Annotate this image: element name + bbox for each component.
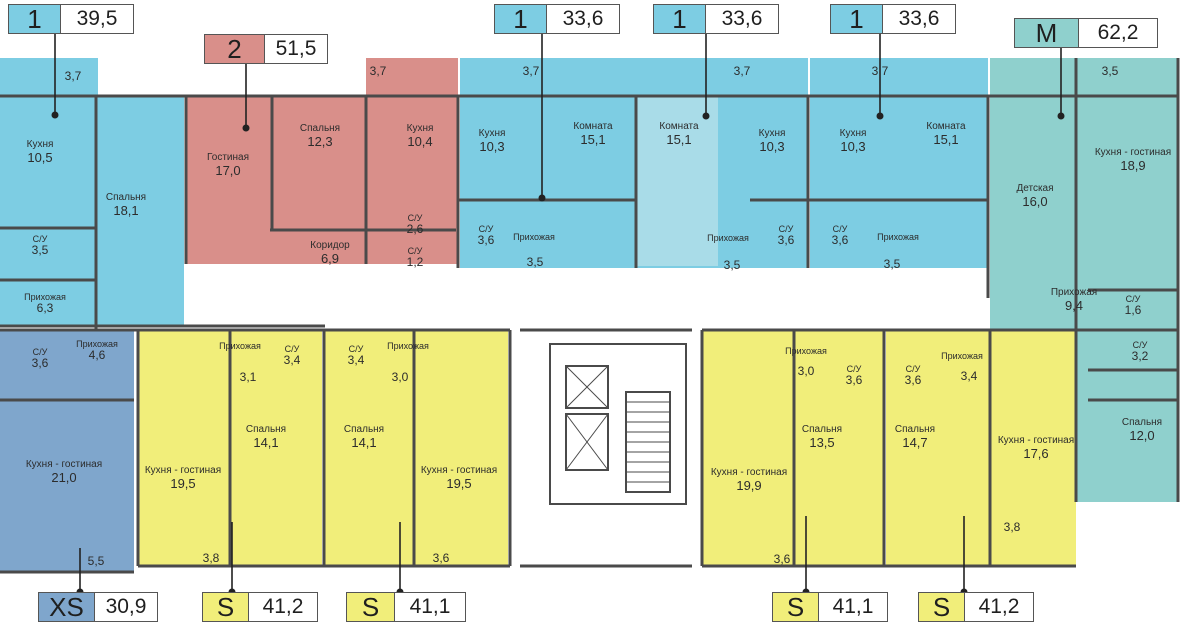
walls [0, 58, 1180, 574]
apartment-class: XS [38, 592, 94, 622]
apartment-area: 41,2 [248, 592, 318, 622]
leader-dot [538, 194, 546, 202]
apartment-class: 1 [494, 4, 546, 34]
apartment-area-a6[interactable] [990, 58, 1076, 298]
apartment-area: 30,9 [94, 592, 158, 622]
room-highlight [636, 96, 718, 266]
apartment-area: 39,5 [60, 4, 134, 34]
apartment-area-a1[interactable] [0, 58, 98, 96]
apartment-area: 62,2 [1078, 18, 1158, 48]
apartment-area-a7[interactable] [0, 330, 134, 572]
apartment-area-a6[interactable] [1076, 58, 1178, 502]
apartment-class: S [346, 592, 394, 622]
apartment-area-a11[interactable] [886, 330, 1076, 566]
apartment-class: M [1014, 18, 1078, 48]
apartment-area: 41,1 [394, 592, 466, 622]
apartment-area: 33,6 [882, 4, 956, 34]
apartment-class: S [918, 592, 964, 622]
apartment-class: 1 [653, 4, 705, 34]
apartment-fills [0, 58, 1178, 576]
apartment-area-a2[interactable] [366, 58, 458, 98]
apartment-area: 33,6 [546, 4, 620, 34]
apartment-area-a9[interactable] [324, 330, 508, 566]
apartment-class: 1 [830, 4, 882, 34]
apartment-area-a1[interactable] [0, 96, 184, 326]
leader-dot [242, 124, 250, 132]
apartment-area-a3[interactable] [460, 58, 636, 268]
apartment-class: 1 [8, 4, 60, 34]
apartment-area-a6[interactable] [1086, 58, 1178, 98]
apartment-class: S [772, 592, 818, 622]
apartment-class: 2 [204, 34, 264, 64]
apartment-area-a5[interactable] [810, 58, 988, 268]
leader-dot [51, 111, 59, 119]
apartment-area: 51,5 [264, 34, 328, 64]
stairwell [549, 343, 687, 505]
apartment-area-a2[interactable] [186, 96, 458, 264]
apartment-area: 41,1 [818, 592, 888, 622]
leader-dot [876, 112, 884, 120]
leader-dot [702, 112, 710, 120]
apartment-area: 33,6 [705, 4, 779, 34]
apartment-area-a4[interactable] [718, 58, 808, 98]
apartment-class: S [202, 592, 248, 622]
leader-dot [1057, 112, 1065, 120]
apartment-area: 41,2 [964, 592, 1034, 622]
